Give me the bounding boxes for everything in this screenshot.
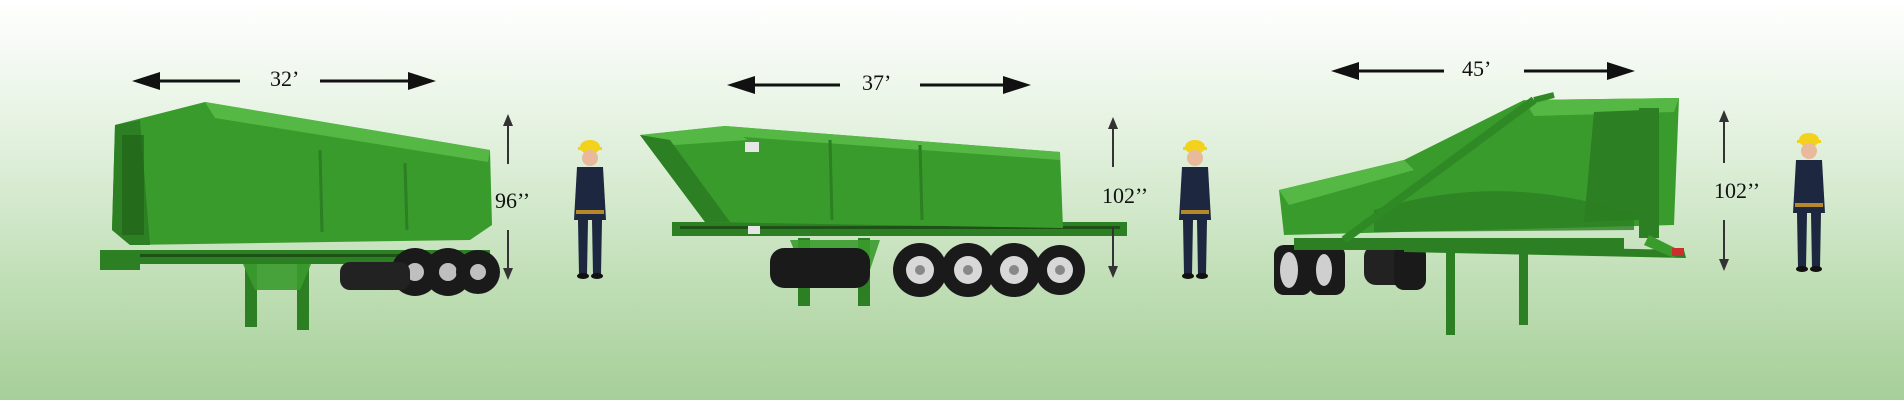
worker-with-hard-hat-icon — [1793, 133, 1825, 272]
wheel-set — [770, 243, 1085, 297]
height-arrow-icon — [1719, 110, 1729, 271]
height-label: 102’’ — [1102, 183, 1149, 208]
length-arrow-icon — [132, 72, 436, 90]
end-dump-trailer-image — [1274, 92, 1686, 335]
trailer-unit-37ft: 37’ — [620, 0, 1260, 400]
worker-with-hard-hat-icon — [1179, 140, 1211, 279]
height-label: 96’’ — [495, 188, 531, 213]
length-label: 32’ — [270, 66, 300, 91]
height-label: 102’’ — [1714, 178, 1761, 203]
end-dump-trailer-image — [640, 126, 1127, 306]
height-arrow-icon — [503, 114, 513, 280]
trailer-unit-32ft: 32’ — [0, 0, 640, 400]
length-label: 37’ — [862, 70, 892, 95]
length-arrow-icon — [1331, 62, 1635, 80]
end-dump-trailer-image — [100, 102, 500, 330]
length-arrow-icon — [727, 76, 1031, 94]
height-arrow-icon — [1108, 117, 1118, 278]
length-label: 45’ — [1462, 56, 1492, 81]
trailer-unit-45ft: 45’ — [1254, 0, 1904, 400]
wheel-set — [340, 248, 500, 296]
wheel-set — [1274, 245, 1426, 295]
worker-with-hard-hat-icon — [574, 140, 606, 279]
